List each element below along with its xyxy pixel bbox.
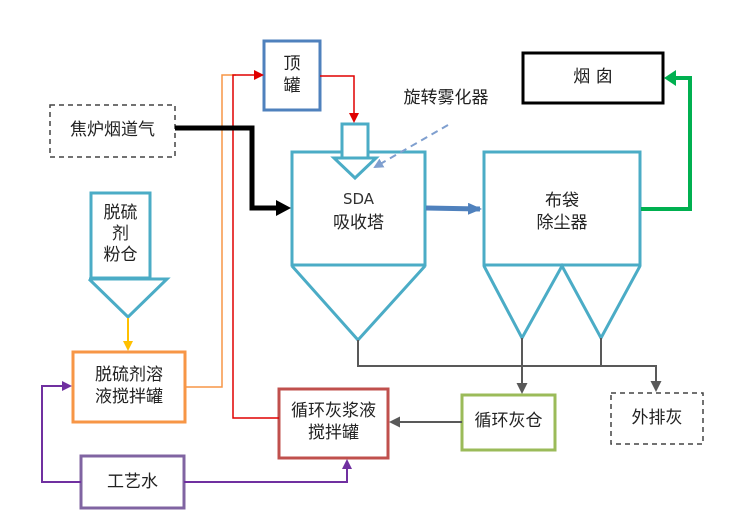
sda-tower-label: 吸收塔 — [333, 213, 384, 233]
top-tank-label: 顶 罐 — [283, 54, 301, 96]
flow-bag-filter-to-chimney — [641, 76, 692, 211]
recycle-ash-silo-box — [460, 393, 557, 452]
desulfurizer-tank-label: 脱硫剂溶 液搅拌罐 — [95, 365, 163, 407]
flow-top-tank-to-atomizer — [320, 75, 359, 123]
bag-filter-cones — [482, 262, 642, 342]
atomizer-head — [330, 156, 380, 181]
flow-water-to-desulfurizer-tank — [41, 381, 81, 483]
ash-collector-line — [357, 338, 602, 367]
desulfurizer-silo-body — [89, 191, 152, 280]
flue-gas-label: 焦炉烟道气 — [70, 120, 155, 140]
sda-label: SDA — [342, 190, 375, 208]
flow-sda-to-bag-filter — [425, 202, 482, 215]
top-tank-box — [262, 39, 322, 112]
desulfurizer-silo-label: 脱硫 剂 粉仓 — [103, 203, 138, 265]
chimney-box — [521, 51, 665, 105]
ash-discharge-box — [610, 392, 704, 445]
bag-filter-body — [482, 150, 642, 267]
bag-filter-label: 布袋 除尘器 — [536, 191, 588, 233]
flow-flue-gas-to-sda — [175, 125, 278, 211]
desulfurizer-tank-box — [71, 350, 187, 424]
recycle-slurry-tank-box — [277, 387, 390, 460]
flue-gas-box — [49, 104, 176, 158]
chimney-label: 烟 囱 — [573, 67, 613, 87]
flow-water-to-slurry-tank — [184, 459, 352, 483]
process-water-label: 工艺水 — [107, 472, 158, 492]
sda-tower-cone — [290, 264, 427, 343]
atomizer-shaft — [340, 122, 370, 160]
flow-slurry-to-top-tank — [232, 70, 279, 419]
recycle-slurry-tank-label: 循环灰浆液 搅拌罐 — [291, 401, 376, 443]
flow-to-ash-discharge — [601, 365, 662, 392]
ash-discharge-label: 外排灰 — [631, 408, 683, 428]
flow-desulfurizer-to-top-tank — [185, 74, 236, 388]
recycle-ash-silo-label: 循环灰仓 — [474, 411, 543, 431]
chimney-arrow-head — [664, 70, 676, 86]
atomizer-label: 旋转雾化器 — [403, 88, 489, 108]
atomizer-pointer — [373, 124, 449, 168]
desulfurizer-silo-cone — [87, 277, 171, 320]
flue-gas-arrow-head — [276, 200, 291, 216]
